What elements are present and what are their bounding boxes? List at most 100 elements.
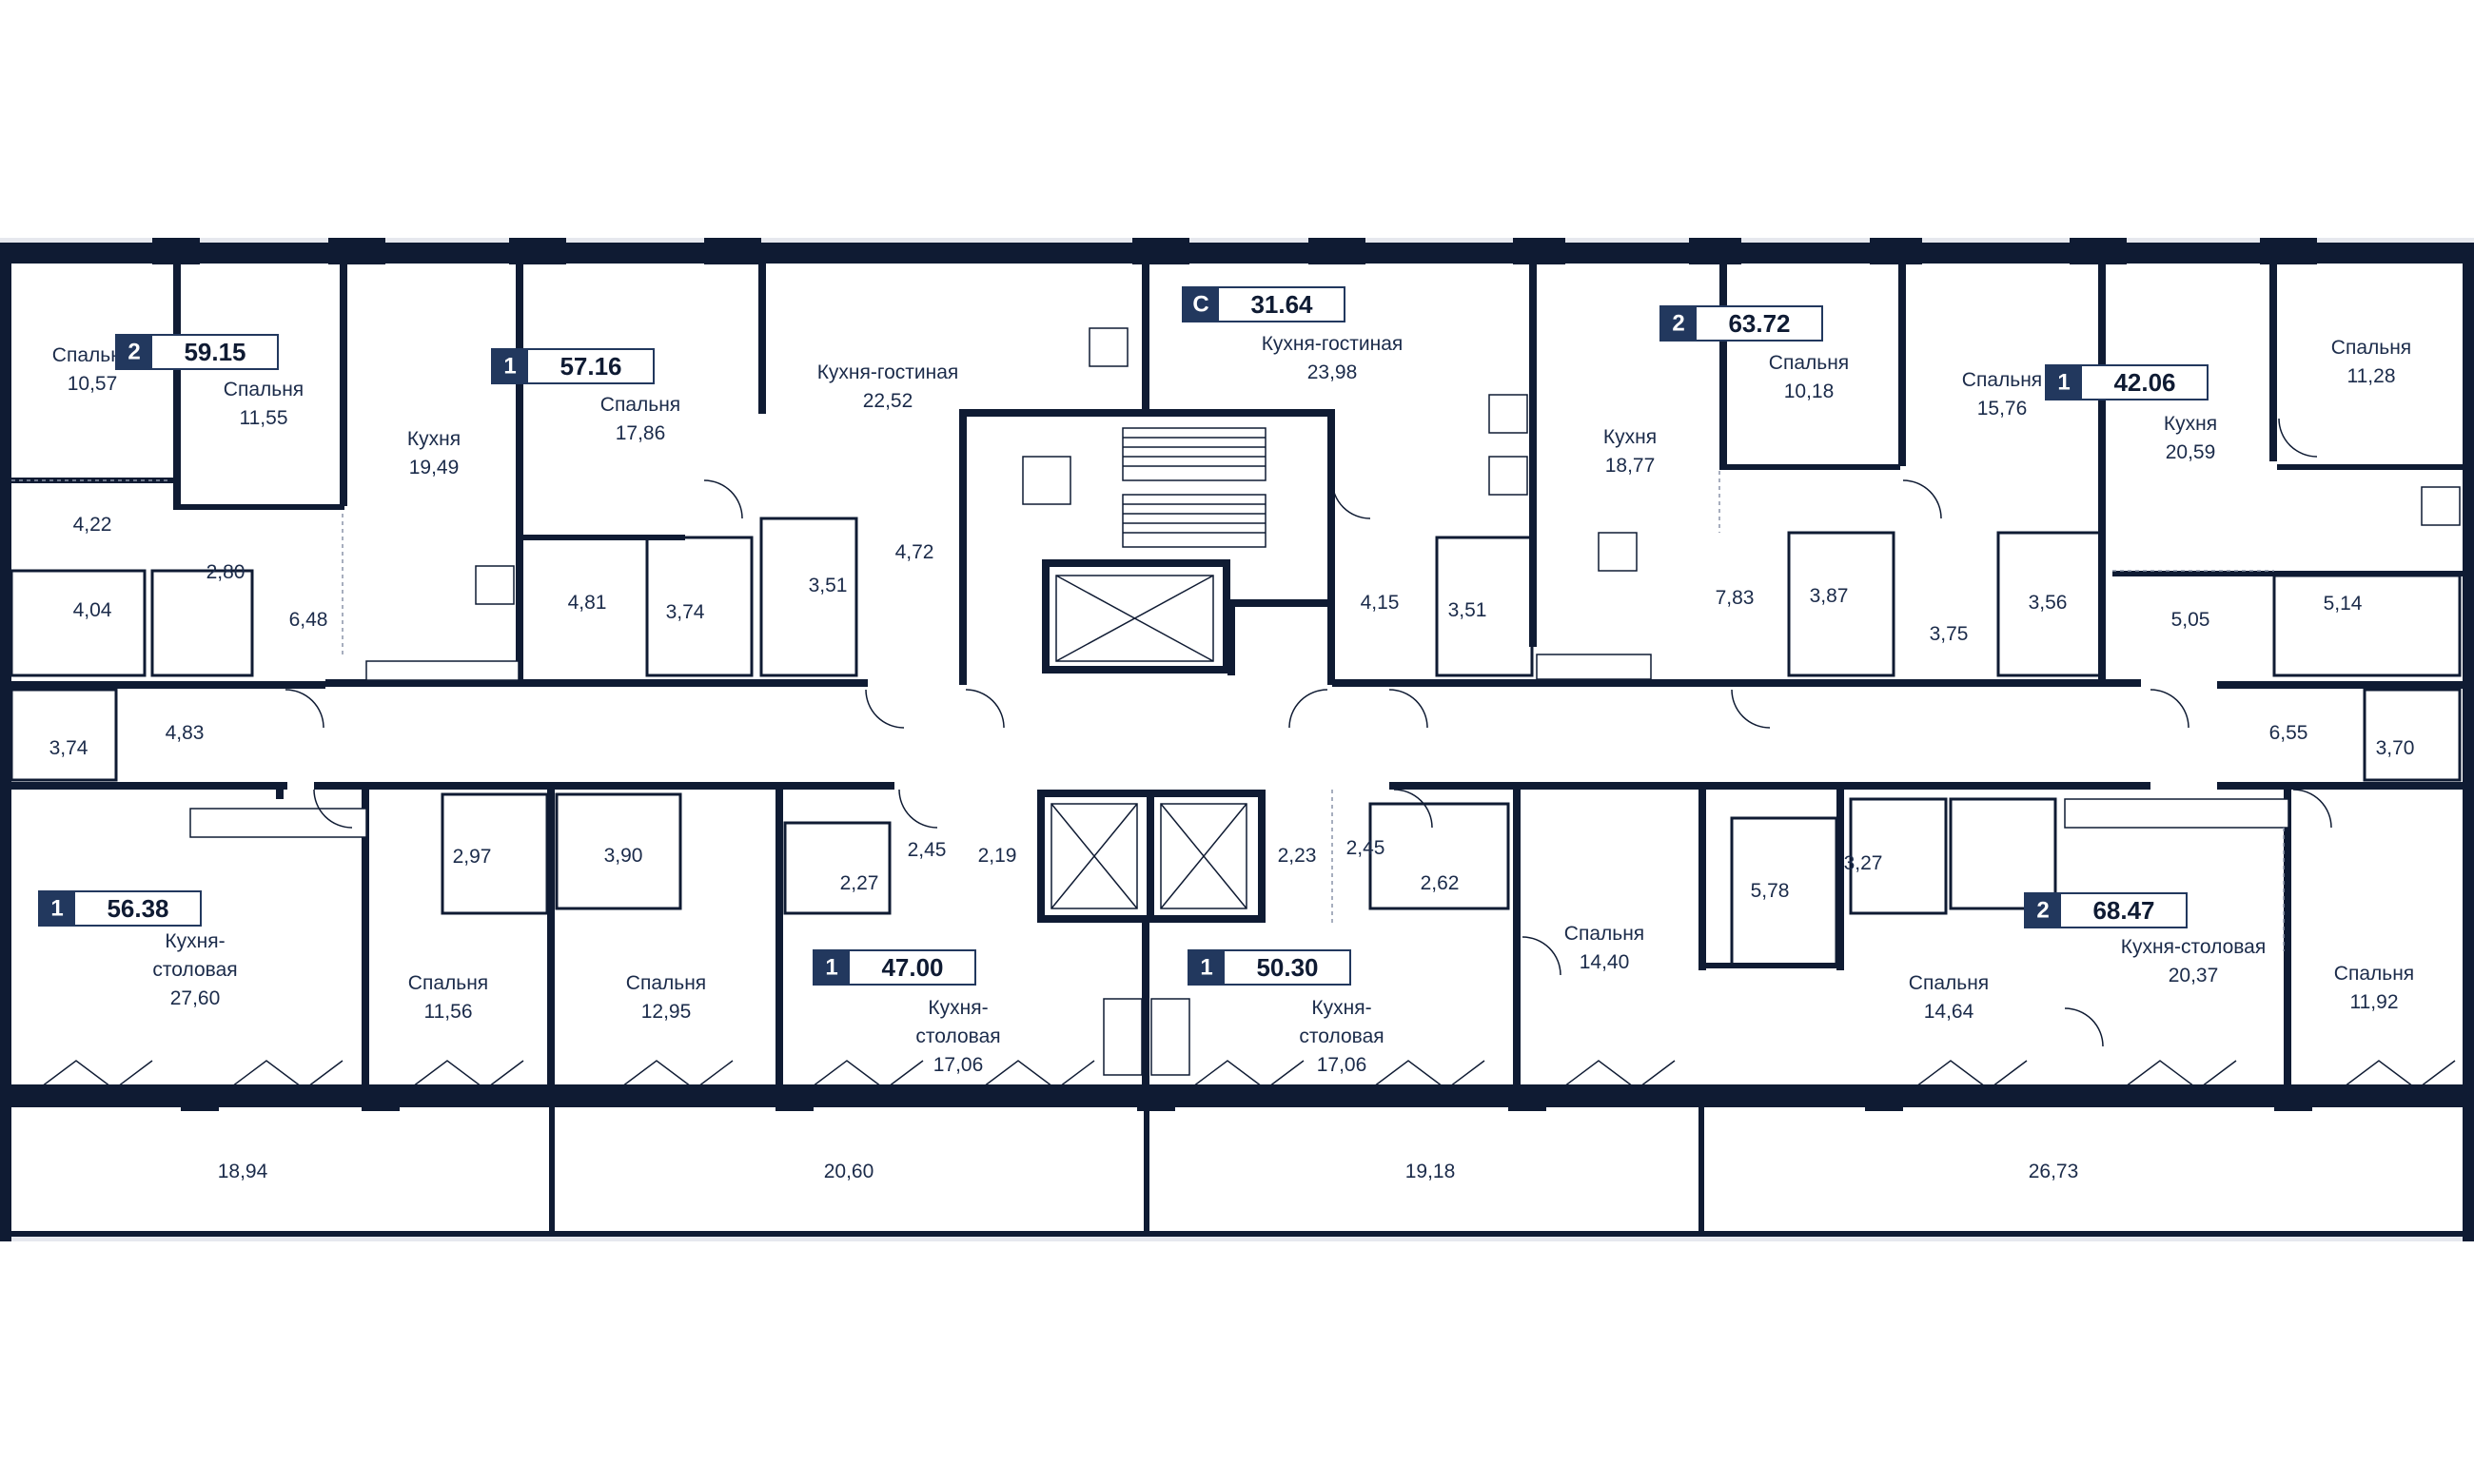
- room-area: 27,60: [170, 987, 221, 1009]
- room-name: Кухня: [407, 428, 461, 450]
- room-area: 3,75: [1930, 623, 1969, 645]
- room-area: 17,86: [616, 422, 666, 444]
- apartment-area: 31.64: [1250, 290, 1313, 319]
- apartment-area: 47.00: [881, 953, 943, 982]
- apartment-type: 1: [825, 955, 837, 981]
- room-area: 17,06: [933, 1054, 984, 1076]
- room-name: Спальня: [52, 344, 132, 366]
- room-name: Спальня: [2331, 337, 2411, 359]
- room-area: столовая: [152, 959, 237, 981]
- room-area: 20,37: [2169, 965, 2219, 986]
- room-name: Кухня: [2164, 413, 2217, 435]
- apartment-area: 68.47: [2092, 896, 2154, 925]
- room-area: 6,48: [289, 609, 328, 631]
- apartment-type: 1: [503, 354, 516, 380]
- room-area: 22,52: [863, 390, 913, 412]
- room-area: 10,18: [1784, 381, 1835, 402]
- zone-dividers: [11, 471, 2285, 951]
- badge-type-box: [1660, 306, 1697, 341]
- apartment-type: 1: [1200, 955, 1212, 981]
- room-name: Кухня-гостиная: [817, 361, 959, 383]
- room-area: 20,59: [2166, 441, 2216, 463]
- walls: [0, 238, 2474, 1241]
- room-area: 11,28: [2347, 365, 2396, 387]
- apartment-type: С: [1192, 292, 1208, 318]
- room-area: 14,40: [1580, 951, 1630, 973]
- badge-type-box: [2025, 893, 2061, 928]
- room-area: столовая: [1299, 1025, 1384, 1047]
- room-name: Спальня: [1909, 972, 1989, 994]
- room-area: 2,62: [1421, 872, 1460, 894]
- stairs: [1122, 427, 1266, 548]
- apartment-type: 1: [2057, 370, 2070, 396]
- room-name: Спальня: [600, 394, 680, 416]
- bathrooms: [10, 517, 2462, 967]
- room-area: 11,55: [240, 407, 288, 429]
- room-name: Спальня: [626, 972, 706, 994]
- room-name: Кухня-: [165, 930, 225, 952]
- doors: [285, 418, 2332, 1047]
- room-area: 3,51: [809, 575, 848, 596]
- apartment-type: 2: [2036, 898, 2049, 924]
- room-area: 4,81: [568, 592, 607, 614]
- room-area: 3,74: [49, 737, 88, 759]
- room-area: 11,56: [424, 1001, 473, 1023]
- terrace-area: 20,60: [824, 1161, 874, 1182]
- room-area: 23,98: [1307, 361, 1358, 383]
- room-area: 19,49: [409, 457, 460, 478]
- room-area: 5,05: [2171, 609, 2210, 631]
- badge-type-box: [2046, 365, 2082, 400]
- room-area: столовая: [915, 1025, 1000, 1047]
- room-area: 5,78: [1751, 880, 1790, 902]
- room-name: Кухня-столовая: [2121, 936, 2266, 958]
- room-area: 2,45: [908, 839, 947, 861]
- room-area: 2,97: [453, 846, 492, 868]
- room-area: 3,74: [666, 601, 705, 623]
- room-area: 4,83: [166, 722, 205, 744]
- terrace-area: 26,73: [2029, 1161, 2079, 1182]
- room-area: 10,57: [68, 373, 118, 395]
- room-area: 3,90: [604, 845, 643, 867]
- room-area: 3,70: [2376, 737, 2415, 759]
- apartment-area: 57.16: [560, 352, 621, 381]
- room-area: 18,77: [1605, 455, 1656, 477]
- terrace-area: 18,94: [218, 1161, 268, 1182]
- badge-type-box: [492, 349, 528, 383]
- room-area: 3,27: [1844, 852, 1883, 874]
- room-area: 2,45: [1346, 837, 1385, 859]
- fixtures: [189, 327, 2461, 1076]
- room-area: 4,15: [1361, 592, 1400, 614]
- room-area: 15,76: [1977, 398, 2028, 420]
- room-name: Спальня: [224, 379, 304, 400]
- room-area: 3,51: [1448, 599, 1487, 621]
- room-name: Кухня: [1603, 426, 1657, 448]
- room-area: 4,72: [895, 541, 934, 563]
- room-name: Кухня-гостиная: [1262, 333, 1404, 355]
- apartment-area: 50.30: [1256, 953, 1318, 982]
- room-area: 6,55: [2269, 722, 2308, 744]
- apartment-badge[interactable]: С 31.64: [1182, 286, 1345, 322]
- badge-type-box: [1183, 287, 1219, 322]
- room-area: 2,80: [206, 561, 245, 583]
- room-area: 4,22: [73, 514, 112, 536]
- room-name: Спальня: [1962, 369, 2042, 391]
- room-name: Кухня-: [928, 997, 988, 1019]
- terrace-area: 19,18: [1405, 1161, 1456, 1182]
- apartment-type: 2: [128, 340, 140, 365]
- terrace-glazing: [37, 1060, 2456, 1090]
- room-area: 2,27: [840, 872, 879, 894]
- room-area: 2,19: [978, 845, 1017, 867]
- room-name: Кухня-: [1311, 997, 1371, 1019]
- badge-type-box: [116, 335, 152, 369]
